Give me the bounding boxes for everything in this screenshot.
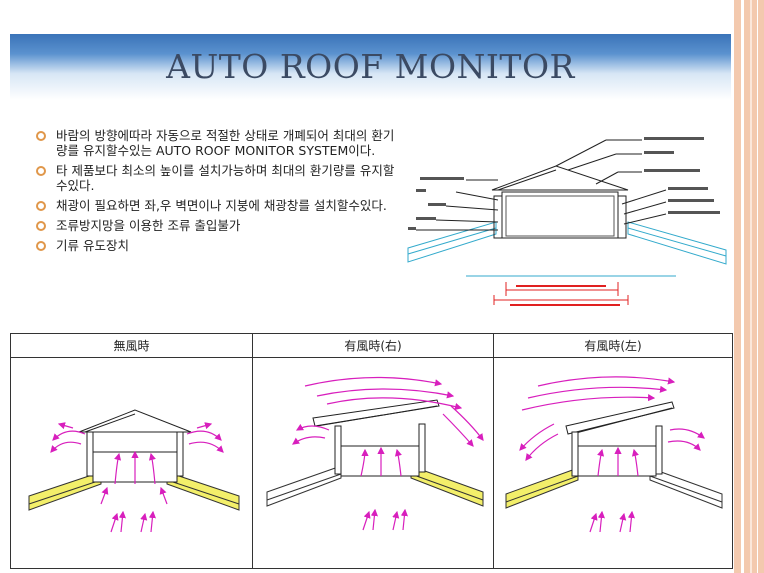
bullet-circle-icon [36, 166, 46, 176]
bullet-circle-icon [36, 201, 46, 211]
bullet-circle-icon [36, 221, 46, 231]
cross-section-drawing [407, 137, 727, 306]
bullet-item: 채광이 필요하면 좌,우 벽면이나 지붕에 채광창를 설치할수있다. [36, 198, 396, 213]
right-decorative-strip [734, 0, 764, 573]
column-no-wind [11, 358, 253, 568]
wind-left-illustration [505, 376, 723, 533]
airflow-illustrations [28, 376, 723, 533]
bullet-item: 바람의 방향에따라 자동으로 적절한 상태로 개폐되어 최대의 환기량를 유지할… [36, 128, 396, 158]
slide-title: AUTO ROOF MONITOR [166, 47, 575, 86]
header-no-wind: 無風時 [11, 334, 253, 358]
airflow-comparison-panel: 無風時 有風時(右) 有風時(左) [10, 333, 733, 569]
title-band [10, 34, 731, 100]
no-wind-illustration [28, 409, 240, 533]
bullet-circle-icon [36, 131, 46, 141]
bullet-list: 바람의 방향에따라 자동으로 적절한 상태로 개폐되어 최대의 환기량를 유지할… [36, 128, 396, 258]
bullet-circle-icon [36, 241, 46, 251]
bullet-item: 조류방지망을 이용한 조류 출입불가 [36, 218, 396, 233]
column-wind-right [253, 358, 494, 568]
header-wind-right: 有風時(右) [253, 334, 494, 358]
wind-right-illustration [266, 376, 484, 531]
bullet-item: 타 제품보다 최소의 높이를 설치가능하며 최대의 환기량를 유지할수있다. [36, 163, 396, 193]
bullet-item: 기류 유도장치 [36, 238, 396, 253]
header-wind-left: 有風時(左) [494, 334, 732, 358]
